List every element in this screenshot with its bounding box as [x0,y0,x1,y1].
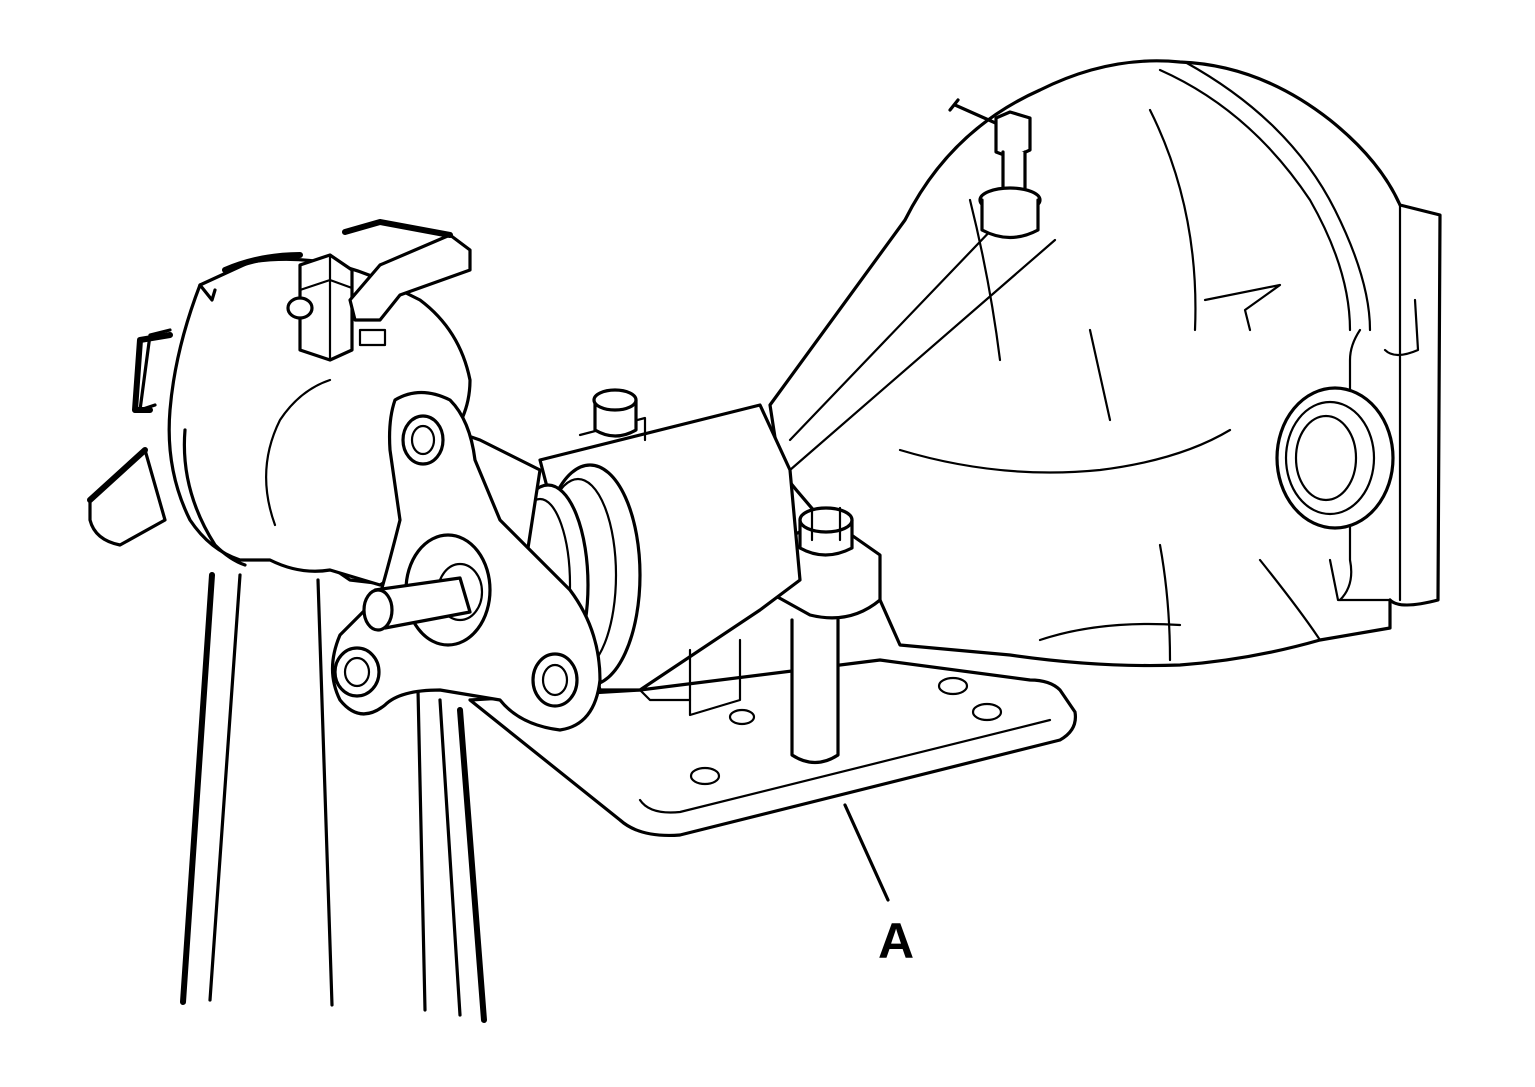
stand-legs [180,572,487,1023]
callout-a-leader [843,803,890,902]
pinion-shaft [362,576,472,632]
differential-housing [768,59,1442,668]
companion-flange [330,390,602,732]
breather-plug [948,98,1042,240]
mounting-stud [763,506,882,765]
callout-label-a: A [878,913,915,969]
mounting-plate [468,658,1078,838]
